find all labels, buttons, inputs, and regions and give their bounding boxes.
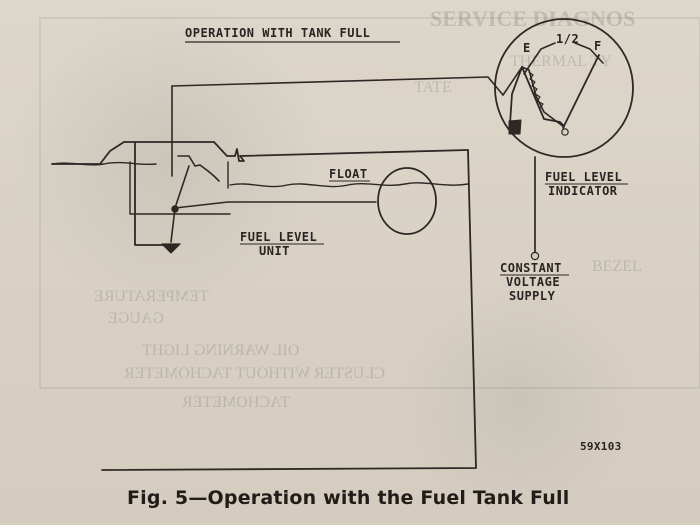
gauge-resistor [528, 71, 544, 109]
ground-symbol [161, 243, 181, 254]
fuel-level-indicator-line-2: INDICATOR [548, 184, 618, 198]
constant-voltage-supply-line-2: VOLTAGE [506, 275, 560, 289]
gauge-full-label: F [594, 39, 602, 53]
gauge-left-coil [509, 66, 523, 125]
bleed-frame [39, 17, 700, 389]
fuel-gauge-face [494, 18, 634, 158]
gauge-needle [521, 66, 565, 127]
voltage-terminal [530, 251, 540, 261]
fuel-surface-right [229, 182, 469, 188]
fuel-level-unit-line-2: UNIT [259, 244, 290, 258]
sender-resistor [177, 155, 220, 182]
gauge-wire [502, 66, 565, 128]
constant-voltage-supply-line-3: SUPPLY [509, 289, 556, 303]
sender-housing [129, 161, 231, 215]
sender-arm [170, 165, 190, 243]
fuel-level-indicator-line-1: FUEL LEVEL [545, 170, 622, 184]
gauge-terminal [561, 128, 569, 136]
gauge-half-label: 1/2 [556, 32, 579, 46]
gauge-arc-left [523, 42, 556, 75]
gauge-ground-block [508, 119, 522, 135]
constant-voltage-supply-line-1: CONSTANT [500, 261, 562, 275]
fuel-level-unit-line-1: FUEL LEVEL [240, 230, 317, 244]
tank-top-wall [134, 141, 469, 162]
gauge-arc-right [574, 42, 604, 64]
figure-code: 59X103 [580, 440, 622, 453]
gauge-right-coil [562, 54, 600, 129]
float-rod [174, 201, 377, 209]
tank-outer-wall [101, 149, 477, 471]
float-label: FLOAT [329, 167, 368, 181]
figure-caption: Fig. 5—Operation with the Fuel Tank Full [127, 487, 570, 509]
float-bulb [377, 167, 437, 235]
pivot-dot [171, 205, 179, 213]
gauge-empty-label: E [523, 41, 531, 55]
diagram-title: OPERATION WITH TANK FULL [185, 26, 370, 40]
supply-lead [171, 76, 504, 96]
tank-left-wall [51, 141, 167, 246]
fuel-surface-left [51, 161, 157, 166]
